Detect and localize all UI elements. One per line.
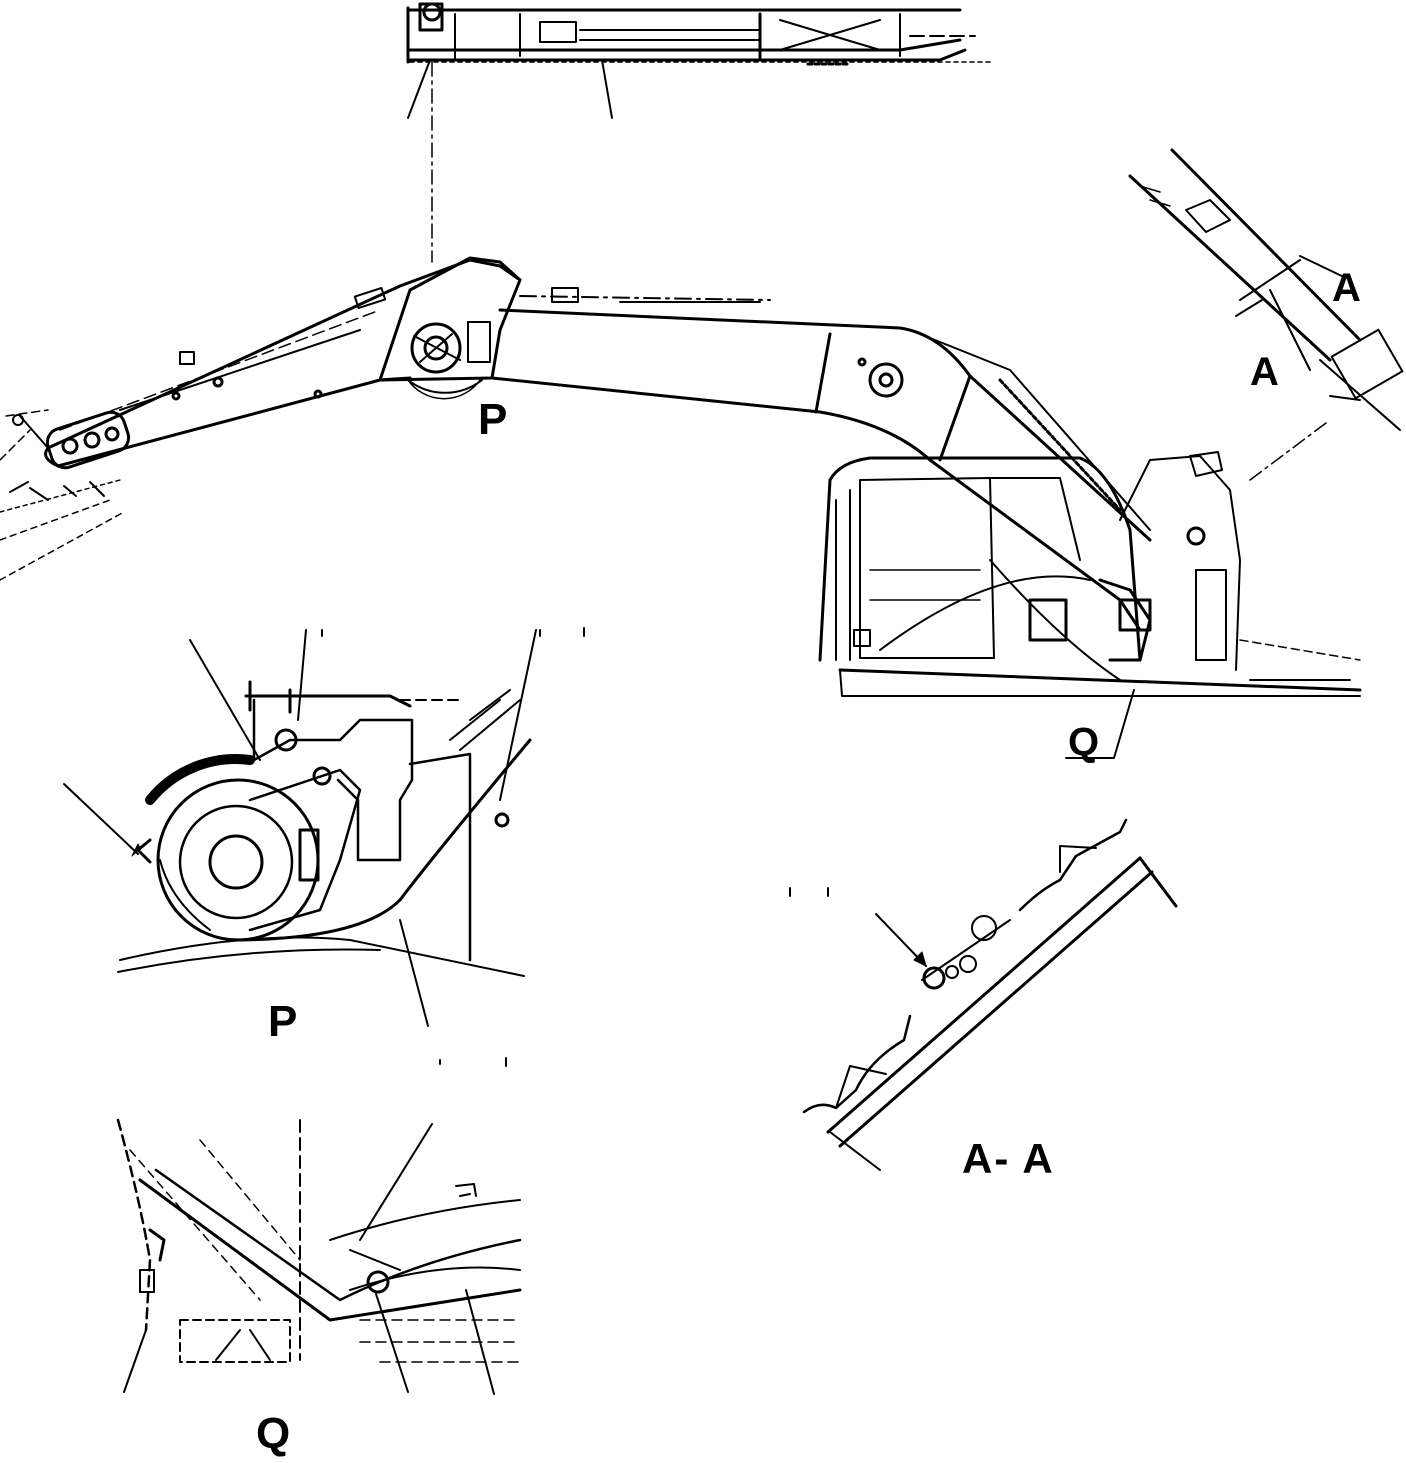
section-marker-a-upper: A (1332, 266, 1361, 310)
arm-top-detail (406, 2, 991, 263)
excavator-arm (0, 258, 522, 581)
section-title-a-a: A- A (962, 1135, 1055, 1182)
excavator-cab (818, 451, 1362, 759)
section-aa (789, 818, 1178, 1171)
section-marker-a-lower: A (1250, 350, 1279, 394)
section-a-arm (1128, 148, 1404, 481)
detail-title-q: Q (256, 1409, 291, 1458)
view-label-q: Q (1068, 720, 1100, 764)
detail-q (116, 1118, 522, 1395)
view-label-p: P (478, 395, 508, 444)
detail-p (63, 627, 585, 1067)
detail-title-p: P (268, 997, 298, 1046)
